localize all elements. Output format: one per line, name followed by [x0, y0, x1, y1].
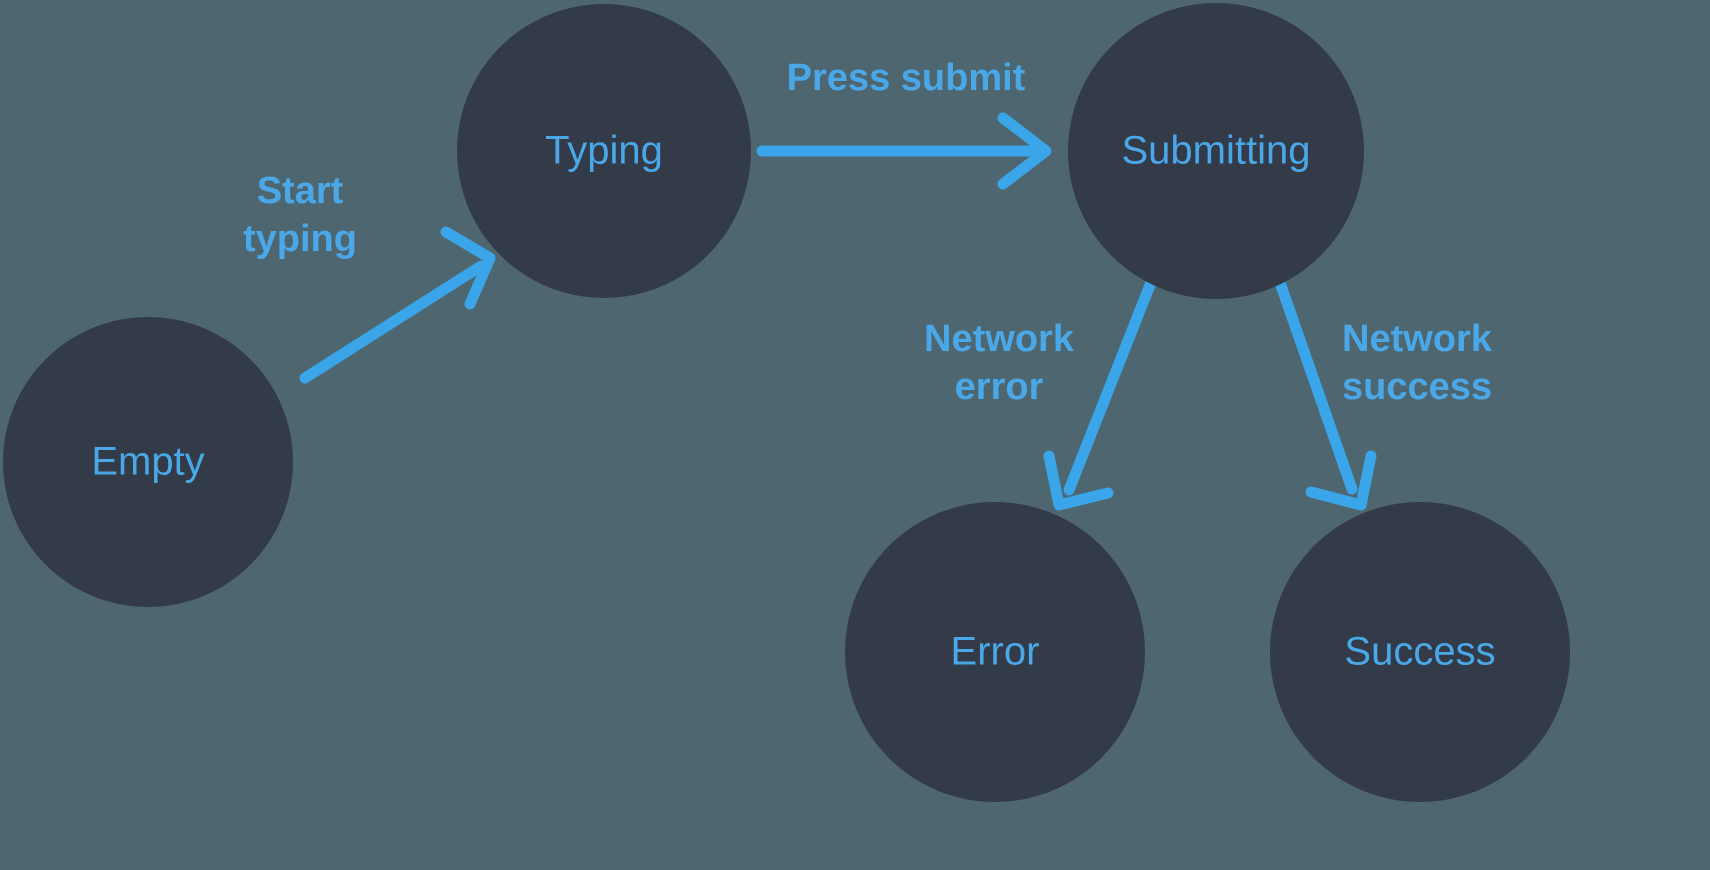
state-label-typing: Typing: [545, 129, 663, 173]
edge-label-start-typing-line2: typing: [243, 218, 357, 260]
state-label-success: Success: [1344, 630, 1495, 674]
edge-label-network-success-line2: success: [1342, 366, 1492, 408]
edge-label-press-submit: Press submit: [787, 57, 1026, 99]
edge-label-network-success-line1: Network: [1342, 318, 1493, 360]
state-node-empty[interactable]: Empty: [3, 317, 293, 607]
arrowhead-network-error: [1043, 450, 1114, 511]
edge-label-start-typing-line1: Start: [257, 170, 344, 212]
edge-press-submit: [756, 112, 1052, 190]
state-circle-success[interactable]: [1270, 502, 1570, 802]
edge-start-typing: [299, 226, 496, 384]
edge-label-press-submit-line1: Press submit: [787, 57, 1026, 99]
state-label-submitting: Submitting: [1122, 129, 1311, 173]
state-circle-empty[interactable]: [3, 317, 293, 607]
edge-line-network-success: [1272, 271, 1358, 495]
state-node-success[interactable]: Success: [1270, 502, 1570, 802]
arrowhead-press-submit: [997, 112, 1052, 190]
arrowhead-start-typing: [440, 226, 496, 310]
edge-label-start-typing: Start typing: [243, 170, 357, 260]
arrowhead-network-success: [1305, 450, 1377, 511]
state-node-error[interactable]: Error: [845, 502, 1145, 802]
state-label-error: Error: [951, 630, 1040, 674]
edge-label-network-error: Network error: [924, 318, 1075, 408]
edge-network-error: [1043, 274, 1158, 511]
edge-label-network-error-line2: error: [955, 366, 1044, 408]
edge-network-success: [1272, 271, 1377, 511]
state-circle-typing[interactable]: [457, 4, 751, 298]
edge-line-network-error: [1063, 274, 1158, 496]
state-circle-submitting[interactable]: [1068, 3, 1364, 299]
state-label-empty: Empty: [91, 440, 204, 484]
state-node-typing[interactable]: Typing: [457, 4, 751, 298]
state-circle-error[interactable]: [845, 502, 1145, 802]
edge-label-network-success: Network success: [1342, 318, 1493, 408]
edge-label-network-error-line1: Network: [924, 318, 1075, 360]
edge-line-start-typing: [299, 260, 487, 384]
state-node-submitting[interactable]: Submitting: [1068, 3, 1364, 299]
